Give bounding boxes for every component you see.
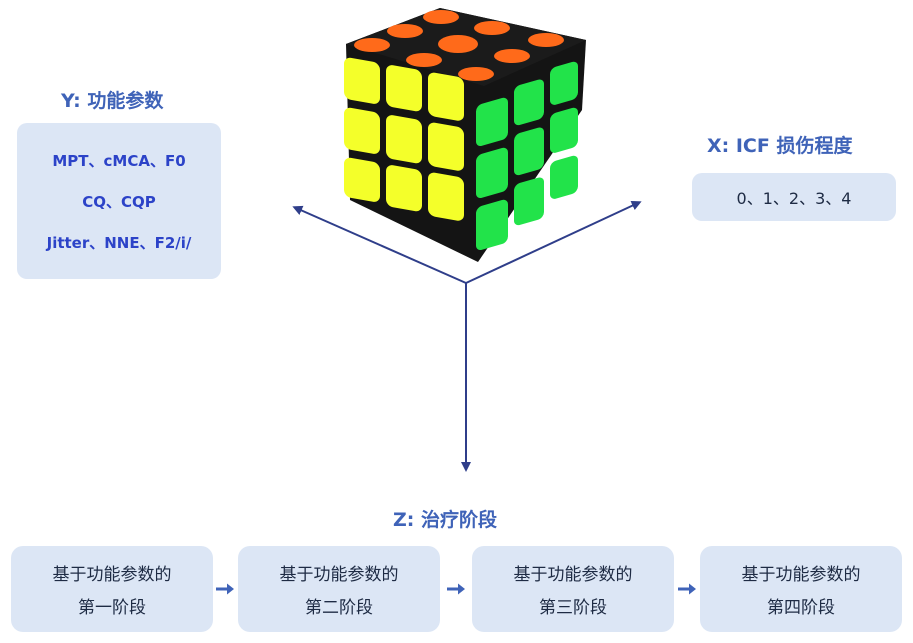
y-parameter-line: MPT、cMCA、F0 (52, 151, 186, 170)
stage-line1: 基于功能参数的 (279, 565, 399, 585)
arrow-right-icon (447, 583, 465, 595)
z-axis-title: Z: 治疗阶段 (393, 509, 497, 531)
stage-line2: 第一阶段 (78, 598, 146, 618)
y-axis-arrow (292, 205, 467, 284)
stage-box-2: 基于功能参数的 第二阶段 (238, 546, 440, 632)
y-parameter-line: Jitter、NNE、F2/i/ (46, 233, 192, 252)
rubiks-cube-icon (344, 8, 586, 262)
stage-box-4: 基于功能参数的 第四阶段 (700, 546, 902, 632)
x-axis-title: X: ICF 损伤程度 (707, 135, 853, 157)
stage-box-1: 基于功能参数的 第一阶段 (11, 546, 213, 632)
stage-box-3: 基于功能参数的 第三阶段 (472, 546, 674, 632)
stage-line1: 基于功能参数的 (741, 565, 861, 585)
stage-line1: 基于功能参数的 (52, 565, 172, 585)
y-parameter-line: CQ、CQP (82, 192, 156, 211)
arrow-right-icon (216, 583, 234, 595)
stage-line2: 第三阶段 (539, 598, 607, 618)
y-axis-title: Y: 功能参数 (61, 90, 164, 112)
stage-line2: 第四阶段 (767, 598, 835, 618)
arrow-right-icon (678, 583, 696, 595)
y-parameters-box: MPT、cMCA、F0 CQ、CQP Jitter、NNE、F2/i/ (17, 123, 221, 279)
x-values-box: 0、1、2、3、4 (692, 173, 896, 221)
stage-line1: 基于功能参数的 (513, 565, 633, 585)
x-axis-arrow (465, 200, 642, 284)
stage-line2: 第二阶段 (305, 598, 373, 618)
